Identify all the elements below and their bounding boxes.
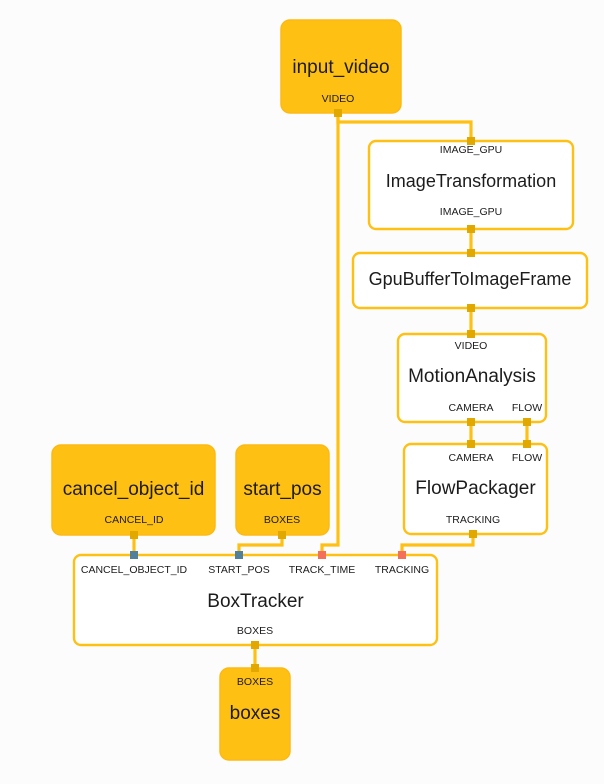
port-FlowPackager-TRACKING[interactable] <box>469 530 477 538</box>
port-label-BoxTracker-START_POS: START_POS <box>208 564 269 576</box>
port-start_pos-BOXES[interactable] <box>278 531 286 539</box>
port-label-MotionAnalysis-VIDEO: VIDEO <box>455 340 488 352</box>
node-start_pos[interactable]: start_pos <box>235 444 330 536</box>
port-MotionAnalysis-VIDEO[interactable] <box>467 330 475 338</box>
ports-layer: VIDEO IMAGE_GPU IMAGE_GPU VIDEO CAMERA FLOW CA… <box>81 93 542 688</box>
nodes-layer: input_videoImageTransformationGpuBufferT… <box>51 19 589 761</box>
node-BoxTracker[interactable]: BoxTracker <box>72 553 439 647</box>
port-label-FlowPackager-CAMERA: CAMERA <box>449 452 494 464</box>
edge-startpos-to-boxtracker <box>237 535 284 556</box>
port-BoxTracker-START_POS[interactable] <box>235 551 243 559</box>
port-GpuBufferToImageFrame-in[interactable] <box>467 249 475 257</box>
port-BoxTracker-BOXES[interactable] <box>251 641 259 649</box>
node-label-ImageTransformation: ImageTransformation <box>386 171 556 191</box>
port-ImageTransformation-IMAGE_GPU[interactable] <box>467 137 475 145</box>
port-FlowPackager-FLOW[interactable] <box>523 440 531 448</box>
port-label-BoxTracker-TRACKING: TRACKING <box>375 564 429 576</box>
port-label-cancel_object_id-CANCEL_ID: CANCEL_ID <box>105 514 164 526</box>
node-cancel_object_id[interactable]: cancel_object_id <box>51 444 216 536</box>
node-label-boxes: boxes <box>230 703 281 724</box>
port-input_video-VIDEO[interactable] <box>334 109 342 117</box>
port-label-FlowPackager-TRACKING: TRACKING <box>446 514 500 526</box>
port-label-start_pos-BOXES: BOXES <box>264 514 300 526</box>
port-ImageTransformation-IMAGE_GPU[interactable] <box>467 225 475 233</box>
node-label-MotionAnalysis: MotionAnalysis <box>408 366 536 387</box>
port-cancel_object_id-CANCEL_ID[interactable] <box>130 531 138 539</box>
node-GpuBufferToImageFrame[interactable]: GpuBufferToImageFrame <box>351 251 589 310</box>
port-label-ImageTransformation-IMAGE_GPU: IMAGE_GPU <box>440 206 502 218</box>
port-label-MotionAnalysis-CAMERA: CAMERA <box>449 402 494 414</box>
port-label-FlowPackager-FLOW: FLOW <box>512 452 542 464</box>
node-label-input_video: input_video <box>292 57 389 78</box>
port-label-MotionAnalysis-FLOW: FLOW <box>512 402 542 414</box>
edge-video-to-tracktime <box>320 113 340 556</box>
edge-video-to-imagetransformation <box>336 113 473 141</box>
port-boxes-BOXES[interactable] <box>251 664 259 672</box>
node-label-cancel_object_id: cancel_object_id <box>63 479 205 500</box>
node-label-BoxTracker: BoxTracker <box>207 591 304 612</box>
node-label-start_pos: start_pos <box>243 479 321 500</box>
port-MotionAnalysis-FLOW[interactable] <box>523 418 531 426</box>
node-FlowPackager[interactable]: FlowPackager <box>402 442 549 536</box>
port-label-BoxTracker-TRACK_TIME: TRACK_TIME <box>289 564 356 576</box>
port-GpuBufferToImageFrame-out[interactable] <box>467 304 475 312</box>
port-label-boxes-BOXES: BOXES <box>237 676 273 688</box>
port-label-BoxTracker-BOXES: BOXES <box>237 625 273 637</box>
port-BoxTracker-TRACKING[interactable] <box>398 551 406 559</box>
port-label-ImageTransformation-IMAGE_GPU: IMAGE_GPU <box>440 144 502 156</box>
port-BoxTracker-CANCEL_OBJECT_ID[interactable] <box>130 551 138 559</box>
node-boxes[interactable]: boxes <box>219 667 291 761</box>
port-BoxTracker-TRACK_TIME[interactable] <box>318 551 326 559</box>
port-MotionAnalysis-CAMERA[interactable] <box>467 418 475 426</box>
node-label-GpuBufferToImageFrame: GpuBufferToImageFrame <box>369 269 572 289</box>
edge-flowpackager-to-boxtracker-tracking <box>400 534 475 556</box>
node-input_video[interactable]: input_video <box>280 19 402 114</box>
node-label-FlowPackager: FlowPackager <box>415 478 536 499</box>
port-label-BoxTracker-CANCEL_OBJECT_ID: CANCEL_OBJECT_ID <box>81 564 188 576</box>
node-MotionAnalysis[interactable]: MotionAnalysis <box>396 332 548 424</box>
port-label-input_video-VIDEO: VIDEO <box>322 93 355 105</box>
port-FlowPackager-CAMERA[interactable] <box>467 440 475 448</box>
